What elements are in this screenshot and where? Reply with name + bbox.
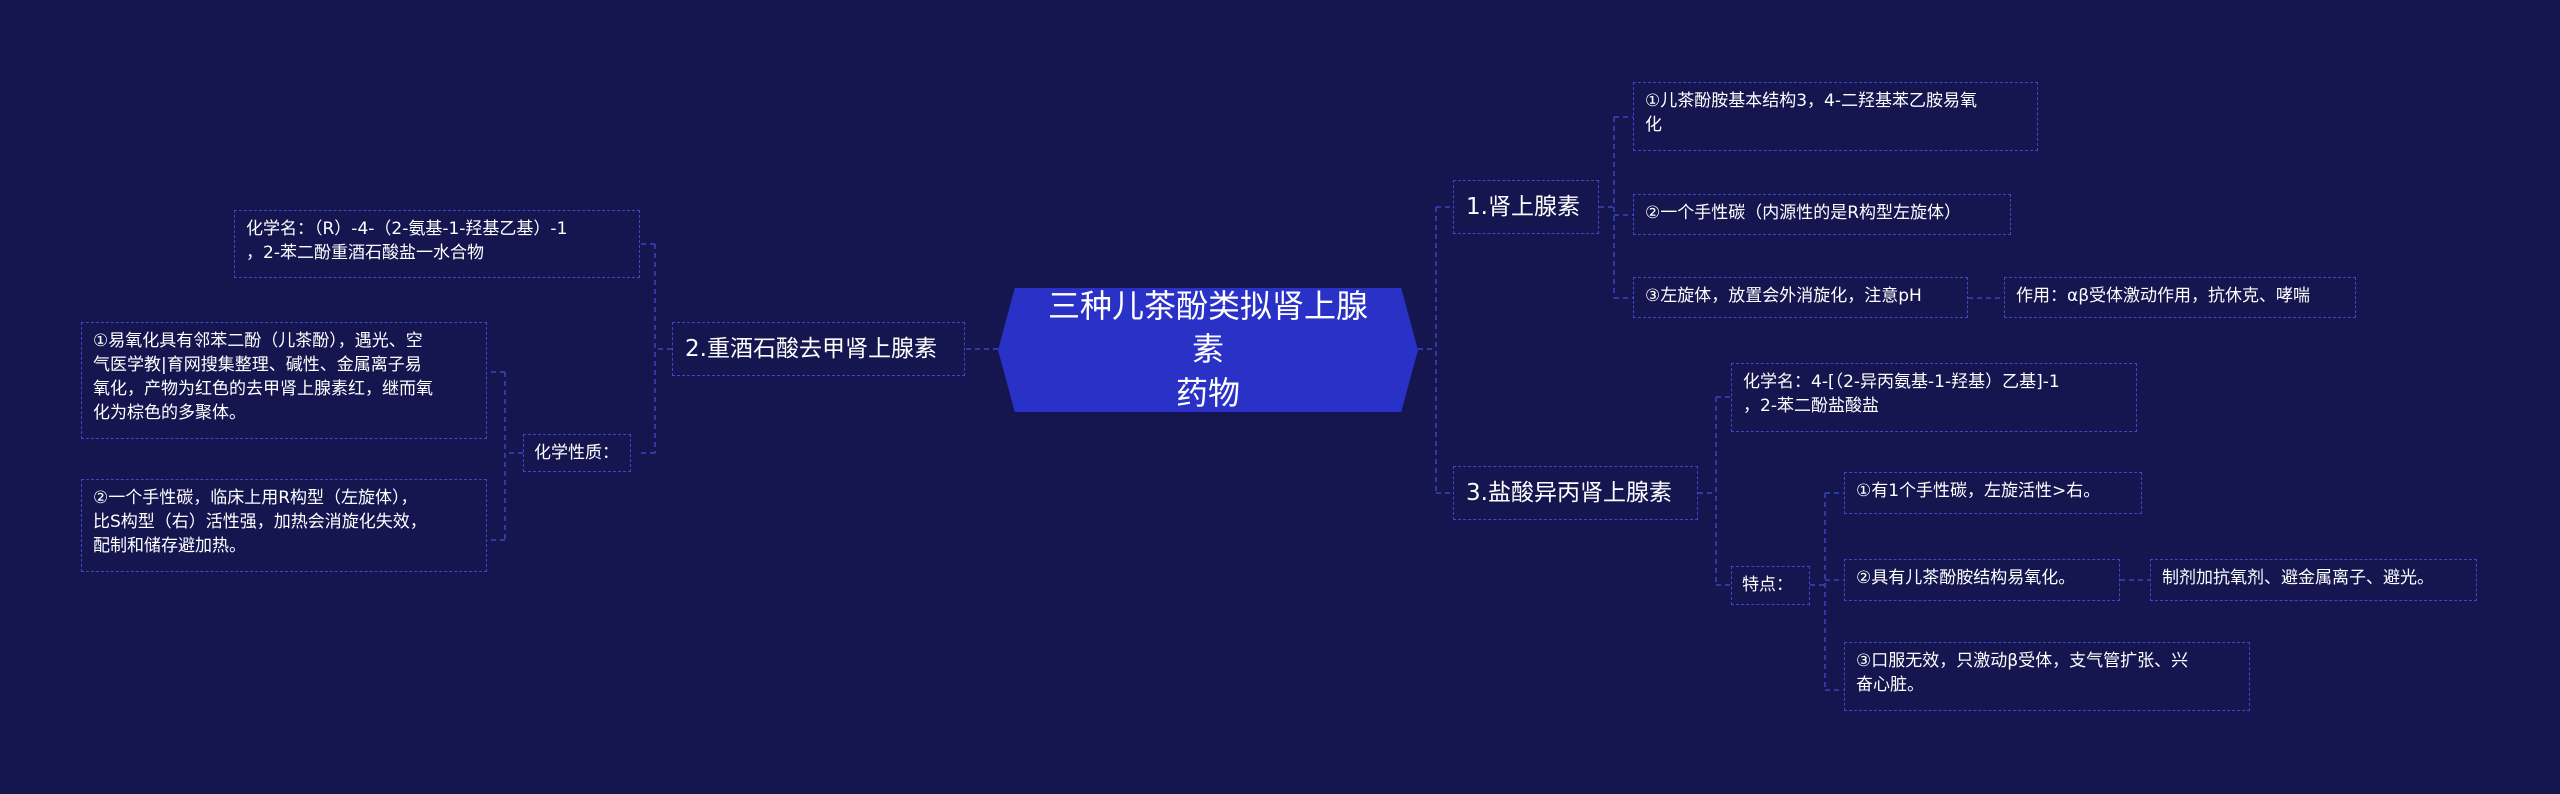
epinephrine-chiral-item[interactable]: ②一个手性碳（内源性的是R构型左旋体） (1633, 194, 2011, 235)
epinephrine-racemization-item[interactable]: ③左旋体，放置会外消旋化，注意pH (1633, 277, 1968, 318)
isoprenaline-storage-item[interactable]: 制剂加抗氧剂、避金属离子、避光。 (2150, 559, 2477, 601)
isoprenaline-chiral-item[interactable]: ①有1个手性碳，左旋活性>右。 (1844, 472, 2142, 514)
norepinephrine-property-label[interactable]: 化学性质： (523, 434, 631, 472)
norepinephrine-chemical-name[interactable]: 化学名：（R）-4-（2-氨基-1-羟基乙基）-1 ，2-苯二酚重酒石酸盐一水合… (234, 210, 640, 278)
isoprenaline-oxidation-item[interactable]: ②具有儿茶酚胺结构易氧化。 (1844, 559, 2120, 601)
epinephrine-effect-item[interactable]: 作用：αβ受体激动作用，抗休克、哮喘 (2004, 277, 2356, 318)
root-topic[interactable]: 三种儿茶酚类拟肾上腺素 药物 (998, 288, 1418, 412)
norepinephrine-chiral-item[interactable]: ②一个手性碳，临床上用R构型（左旋体）， 比S构型（右）活性强，加热会消旋化失效… (81, 479, 487, 572)
isoprenaline-oral-item[interactable]: ③口服无效，只激动β受体，支气管扩张、兴 奋心脏。 (1844, 642, 2250, 711)
epinephrine-structure-item[interactable]: ①儿茶酚胺基本结构3，4-二羟基苯乙胺易氧 化 (1633, 82, 2038, 151)
isoprenaline-feature-label[interactable]: 特点： (1731, 566, 1810, 605)
branch-isoprenaline[interactable]: 3.盐酸异丙肾上腺素 (1453, 466, 1698, 520)
branch-norepinephrine[interactable]: 2.重酒石酸去甲肾上腺素 (672, 322, 965, 376)
isoprenaline-chemical-name[interactable]: 化学名：4-[（2-异丙氨基-1-羟基）乙基]-1 ，2-苯二酚盐酸盐 (1731, 363, 2137, 432)
branch-epinephrine[interactable]: 1.肾上腺素 (1453, 180, 1599, 234)
norepinephrine-oxidation-item[interactable]: ①易氧化具有邻苯二酚（儿茶酚），遇光、空 气医学教|育网搜集整理、碱性、金属离子… (81, 322, 487, 439)
